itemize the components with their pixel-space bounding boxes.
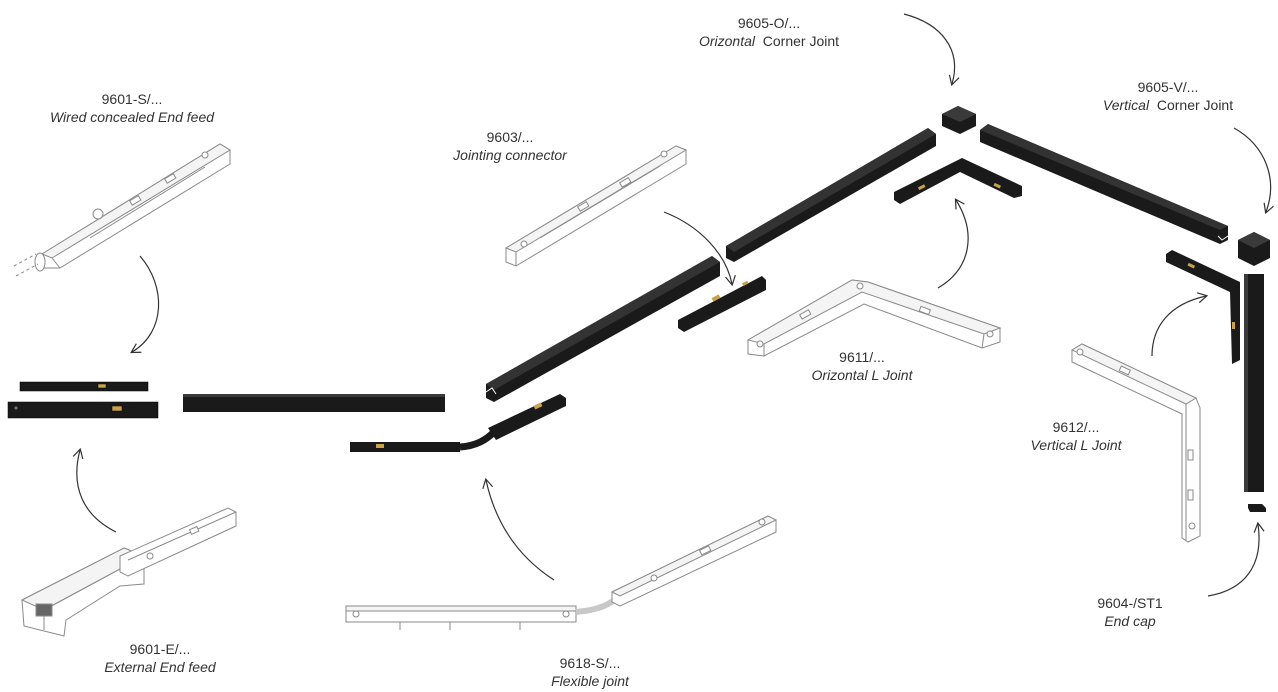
flexible-joint-black <box>350 394 566 452</box>
arrow-flexible-joint <box>482 477 555 581</box>
orizontal-l-joint-black <box>894 158 1022 204</box>
label-end-cap-code: 9604-/ST1 <box>1097 595 1163 611</box>
straight-track-profile <box>183 394 445 412</box>
label-wired-end-feed: 9601-S/... Wired concealed End feed <box>32 90 232 126</box>
diagonal-track-profile <box>485 256 720 402</box>
wired-end-feed-part <box>13 143 231 277</box>
label-orizontal-l-joint-desc: Orizontal L Joint <box>811 367 913 383</box>
vertical-corner-joint-block <box>1238 232 1270 266</box>
label-external-end-feed: 9601-E/... External End feed <box>70 640 250 676</box>
label-flexible-joint: 9618-S/... Flexible joint <box>520 654 660 690</box>
label-external-end-feed-code: 9601-E/... <box>129 641 191 657</box>
label-jointing-connector: 9603/... Jointing connector <box>430 128 590 164</box>
label-flexible-joint-code: 9618-S/... <box>559 655 621 671</box>
label-jointing-connector-desc: Jointing connector <box>453 147 567 163</box>
label-orizontal-l-joint: 9611/... Orizontal L Joint <box>772 348 952 384</box>
label-vertical-l-joint-code: 9612/... <box>1052 419 1100 435</box>
orizontal-l-joint-part <box>746 279 1002 357</box>
vertical-track-profile <box>1244 274 1264 492</box>
external-end-feed-part <box>20 507 237 637</box>
label-orizontal-corner-code: 9605-O/... <box>737 15 801 31</box>
flexible-joint-part <box>345 515 778 630</box>
vertical-l-joint-part <box>1070 343 1201 543</box>
arrow-vertical-corner <box>1233 127 1274 215</box>
arrow-orizontal-l-joint <box>937 198 969 289</box>
jointing-connector-black <box>678 276 766 332</box>
label-flexible-joint-desc: Flexible joint <box>551 673 629 689</box>
arrow-jointing-connector <box>663 211 736 287</box>
label-orizontal-corner-desc-plain: Corner Joint <box>762 33 840 49</box>
arrow-vertical-l-joint <box>1151 292 1209 357</box>
label-vertical-corner-joint: 9605-V/... Vertical Corner Joint <box>1068 78 1268 114</box>
label-orizontal-l-joint-code: 9611/... <box>839 349 885 365</box>
arrow-external-end-feed <box>72 447 117 533</box>
label-end-cap: 9604-/ST1 End cap <box>1060 594 1200 630</box>
arrow-wired-end-feed <box>130 255 160 354</box>
label-vertical-l-joint-desc: Vertical L Joint <box>1030 437 1122 453</box>
assembly-arrows <box>72 13 1274 597</box>
orizontal-corner-joint-block <box>942 106 976 134</box>
vertical-l-joint-black <box>1166 250 1240 364</box>
label-orizontal-corner-desc: Orizontal Corner Joint <box>664 32 874 50</box>
label-vertical-corner-desc: Vertical Corner Joint <box>1068 96 1268 114</box>
label-wired-end-feed-code: 9601-S/... <box>101 91 163 107</box>
arrow-orizontal-corner <box>903 13 960 87</box>
label-vertical-corner-desc-italic: Vertical <box>1102 97 1150 113</box>
arrow-end-cap <box>1207 521 1265 597</box>
upper-right-diagonal-track <box>980 124 1229 244</box>
upper-diagonal-track <box>726 128 936 262</box>
end-cap-part <box>1248 504 1266 512</box>
label-jointing-connector-code: 9603/... <box>486 129 534 145</box>
label-end-cap-desc: End cap <box>1104 613 1156 629</box>
jointing-connector-part <box>504 145 688 267</box>
end-feed-black-parts <box>7 381 159 419</box>
label-wired-end-feed-desc: Wired concealed End feed <box>49 109 215 125</box>
label-orizontal-corner-joint: 9605-O/... Orizontal Corner Joint <box>664 14 874 50</box>
label-external-end-feed-desc: External End feed <box>104 659 216 675</box>
label-orizontal-corner-desc-italic: Orizontal <box>698 33 755 49</box>
label-vertical-corner-code: 9605-V/... <box>1137 79 1199 95</box>
label-vertical-l-joint: 9612/... Vertical L Joint <box>1006 418 1146 454</box>
label-vertical-corner-desc-plain: Corner Joint <box>1156 97 1234 113</box>
